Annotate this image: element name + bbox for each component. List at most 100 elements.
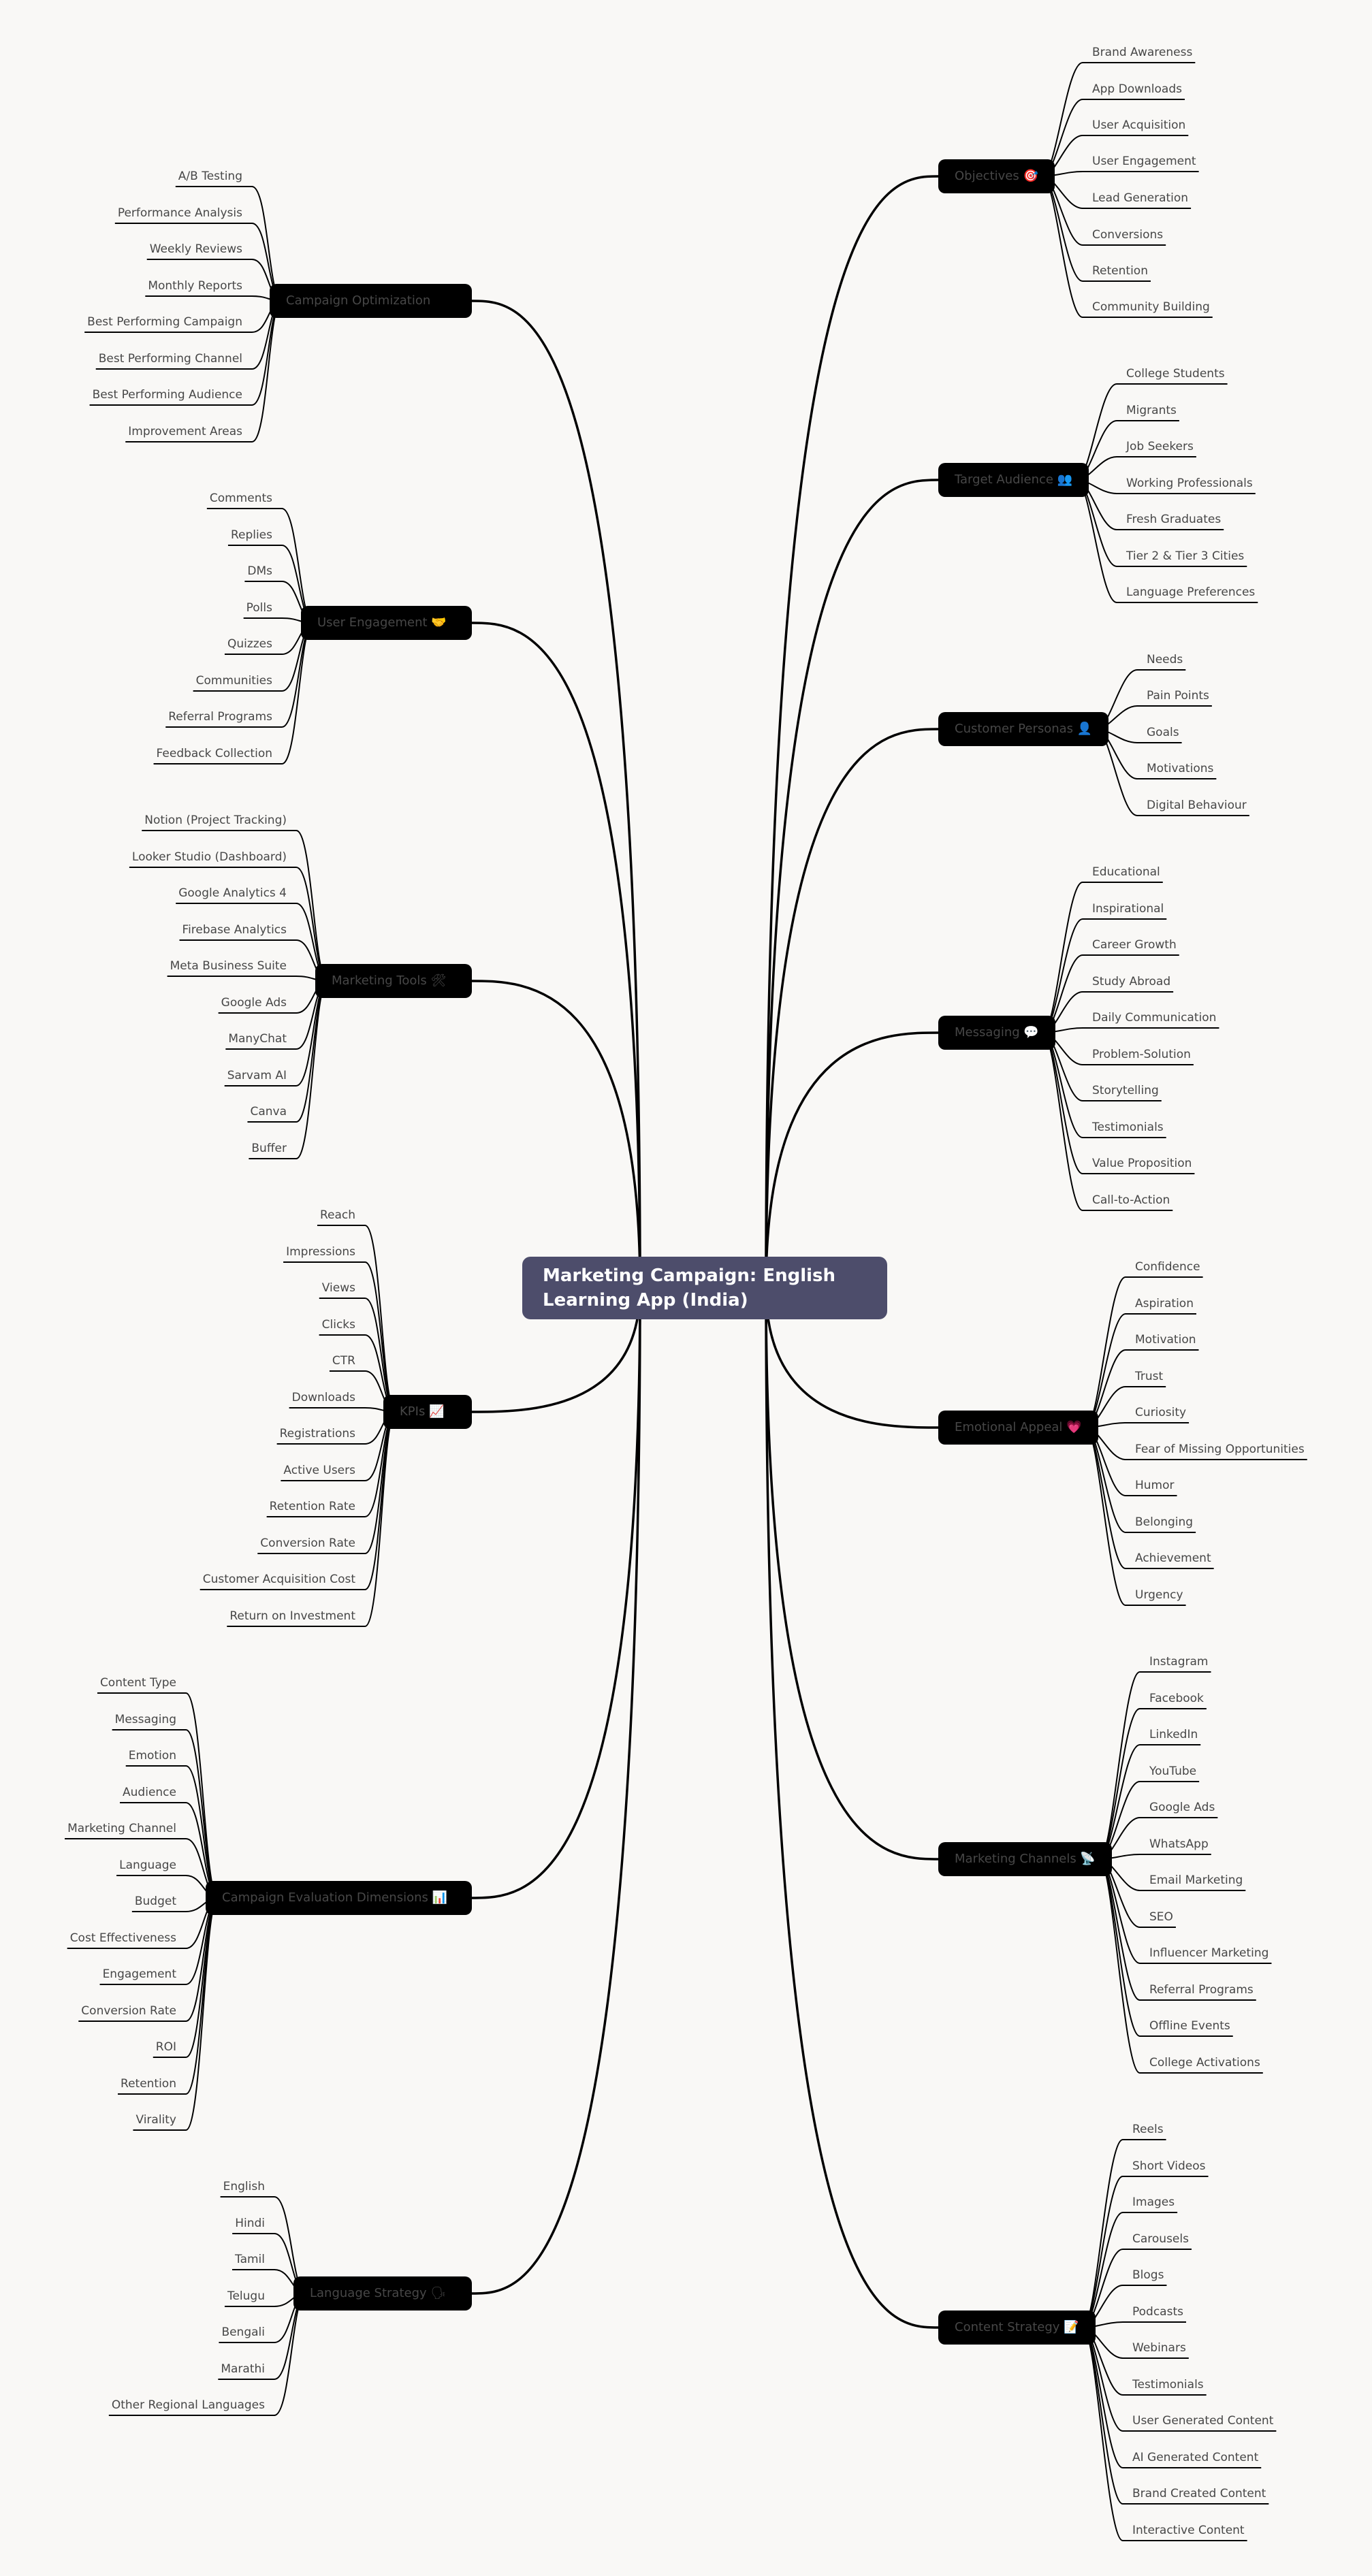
branch-content-strategy[interactable]: Content Strategy 📝 bbox=[938, 2311, 1096, 2345]
leaf-content-strategy[interactable]: Images bbox=[1132, 2195, 1175, 2209]
leaf-emotional-appeal[interactable]: Fear of Missing Opportunities bbox=[1135, 1443, 1305, 1456]
leaf-marketing-tools[interactable]: Notion (Project Tracking) bbox=[144, 814, 287, 827]
leaf-marketing-channels[interactable]: Email Marketing bbox=[1149, 1873, 1243, 1887]
leaf-campaign-evaluation[interactable]: Language bbox=[119, 1858, 176, 1872]
leaf-objectives[interactable]: Retention bbox=[1092, 264, 1148, 278]
leaf-marketing-tools[interactable]: Google Ads bbox=[221, 996, 287, 1010]
branch-kpis[interactable]: KPIs 📈 bbox=[383, 1395, 472, 1429]
branch-campaign-optimization[interactable]: Campaign Optimization bbox=[270, 284, 472, 318]
leaf-marketing-channels[interactable]: YouTube bbox=[1149, 1765, 1197, 1778]
leaf-content-strategy[interactable]: Podcasts bbox=[1132, 2305, 1183, 2319]
leaf-objectives[interactable]: Brand Awareness bbox=[1092, 46, 1193, 59]
branch-customer-personas[interactable]: Customer Personas 👤 bbox=[938, 712, 1109, 746]
leaf-campaign-evaluation[interactable]: Emotion bbox=[128, 1749, 176, 1762]
leaf-emotional-appeal[interactable]: Humor bbox=[1135, 1479, 1175, 1492]
branch-marketing-channels[interactable]: Marketing Channels 📡 bbox=[938, 1842, 1112, 1876]
leaf-messaging[interactable]: Educational bbox=[1092, 865, 1160, 879]
leaf-user-engagement[interactable]: Quizzes bbox=[227, 637, 272, 651]
leaf-campaign-evaluation[interactable]: Cost Effectiveness bbox=[69, 1931, 176, 1945]
leaf-content-strategy[interactable]: Short Videos bbox=[1132, 2159, 1206, 2173]
leaf-language-strategy[interactable]: Other Regional Languages bbox=[111, 2398, 265, 2412]
leaf-messaging[interactable]: Career Growth bbox=[1092, 938, 1177, 952]
branch-language-strategy[interactable]: Language Strategy 🗣 bbox=[293, 2276, 472, 2311]
leaf-objectives[interactable]: App Downloads bbox=[1092, 82, 1182, 96]
leaf-campaign-optimization[interactable]: Best Performing Audience bbox=[92, 388, 242, 402]
leaf-marketing-channels[interactable]: Instagram bbox=[1149, 1655, 1209, 1669]
leaf-messaging[interactable]: Value Proposition bbox=[1092, 1157, 1192, 1170]
branch-objectives[interactable]: Objectives 🎯 bbox=[938, 159, 1055, 193]
leaf-messaging[interactable]: Storytelling bbox=[1092, 1084, 1159, 1097]
leaf-messaging[interactable]: Study Abroad bbox=[1092, 975, 1171, 988]
root-node[interactable]: Marketing Campaign: English Learning App… bbox=[522, 1257, 887, 1319]
leaf-kpis[interactable]: Conversion Rate bbox=[260, 1536, 355, 1550]
leaf-objectives[interactable]: User Acquisition bbox=[1092, 118, 1186, 132]
leaf-marketing-tools[interactable]: Firebase Analytics bbox=[182, 923, 287, 937]
leaf-campaign-optimization[interactable]: Monthly Reports bbox=[148, 279, 242, 293]
leaf-messaging[interactable]: Daily Communication bbox=[1092, 1011, 1217, 1025]
leaf-objectives[interactable]: Conversions bbox=[1092, 228, 1164, 242]
leaf-emotional-appeal[interactable]: Confidence bbox=[1135, 1260, 1200, 1274]
leaf-language-strategy[interactable]: Hindi bbox=[235, 2217, 265, 2230]
leaf-content-strategy[interactable]: AI Generated Content bbox=[1132, 2451, 1259, 2464]
leaf-messaging[interactable]: Testimonials bbox=[1092, 1121, 1164, 1134]
leaf-kpis[interactable]: CTR bbox=[332, 1354, 355, 1368]
leaf-marketing-tools[interactable]: Canva bbox=[250, 1105, 287, 1118]
leaf-marketing-channels[interactable]: Google Ads bbox=[1149, 1801, 1215, 1814]
leaf-campaign-evaluation[interactable]: Messaging bbox=[114, 1713, 176, 1726]
leaf-campaign-evaluation[interactable]: ROI bbox=[155, 2040, 176, 2054]
leaf-customer-personas[interactable]: Needs bbox=[1147, 653, 1183, 666]
leaf-campaign-evaluation[interactable]: Retention bbox=[121, 2077, 176, 2091]
leaf-target-audience[interactable]: Migrants bbox=[1126, 404, 1177, 417]
leaf-marketing-channels[interactable]: Influencer Marketing bbox=[1149, 1946, 1269, 1960]
leaf-target-audience[interactable]: Tier 2 & Tier 3 Cities bbox=[1126, 549, 1245, 563]
leaf-marketing-channels[interactable]: LinkedIn bbox=[1149, 1728, 1198, 1741]
leaf-kpis[interactable]: Return on Investment bbox=[229, 1609, 355, 1623]
leaf-marketing-tools[interactable]: Looker Studio (Dashboard) bbox=[131, 850, 287, 864]
leaf-marketing-tools[interactable]: Sarvam AI bbox=[227, 1069, 287, 1082]
leaf-kpis[interactable]: Views bbox=[321, 1281, 355, 1295]
leaf-objectives[interactable]: User Engagement bbox=[1092, 155, 1196, 168]
leaf-campaign-evaluation[interactable]: Marketing Channel bbox=[67, 1822, 176, 1835]
leaf-customer-personas[interactable]: Digital Behaviour bbox=[1147, 799, 1247, 812]
leaf-kpis[interactable]: Clicks bbox=[321, 1318, 355, 1332]
leaf-kpis[interactable]: Customer Acquisition Cost bbox=[202, 1573, 355, 1586]
leaf-content-strategy[interactable]: Brand Created Content bbox=[1132, 2487, 1266, 2500]
leaf-marketing-channels[interactable]: Facebook bbox=[1149, 1692, 1204, 1705]
leaf-marketing-channels[interactable]: College Activations bbox=[1149, 2056, 1260, 2070]
leaf-user-engagement[interactable]: Communities bbox=[195, 674, 272, 688]
leaf-marketing-tools[interactable]: ManyChat bbox=[228, 1032, 287, 1046]
leaf-campaign-evaluation[interactable]: Virality bbox=[135, 2113, 176, 2127]
leaf-target-audience[interactable]: Language Preferences bbox=[1126, 585, 1256, 599]
leaf-marketing-tools[interactable]: Buffer bbox=[251, 1142, 287, 1155]
leaf-messaging[interactable]: Problem-Solution bbox=[1092, 1048, 1191, 1061]
leaf-target-audience[interactable]: College Students bbox=[1126, 367, 1225, 381]
leaf-campaign-optimization[interactable]: Best Performing Channel bbox=[98, 352, 242, 366]
leaf-kpis[interactable]: Retention Rate bbox=[269, 1500, 355, 1513]
leaf-kpis[interactable]: Downloads bbox=[291, 1391, 355, 1404]
leaf-campaign-evaluation[interactable]: Budget bbox=[134, 1895, 176, 1908]
leaf-customer-personas[interactable]: Pain Points bbox=[1147, 689, 1209, 703]
leaf-campaign-optimization[interactable]: Performance Analysis bbox=[117, 206, 242, 220]
branch-messaging[interactable]: Messaging 💬 bbox=[938, 1016, 1055, 1050]
leaf-marketing-channels[interactable]: Referral Programs bbox=[1149, 1983, 1254, 1997]
leaf-marketing-channels[interactable]: WhatsApp bbox=[1149, 1837, 1209, 1851]
leaf-user-engagement[interactable]: Polls bbox=[246, 601, 272, 615]
leaf-kpis[interactable]: Active Users bbox=[283, 1464, 355, 1477]
leaf-target-audience[interactable]: Working Professionals bbox=[1126, 477, 1253, 490]
leaf-objectives[interactable]: Lead Generation bbox=[1092, 191, 1189, 205]
leaf-customer-personas[interactable]: Motivations bbox=[1147, 762, 1214, 775]
leaf-target-audience[interactable]: Fresh Graduates bbox=[1126, 513, 1222, 526]
leaf-content-strategy[interactable]: User Generated Content bbox=[1132, 2414, 1274, 2428]
leaf-campaign-evaluation[interactable]: Content Type bbox=[99, 1676, 176, 1690]
leaf-customer-personas[interactable]: Goals bbox=[1147, 726, 1179, 739]
leaf-objectives[interactable]: Community Building bbox=[1092, 300, 1210, 314]
leaf-user-engagement[interactable]: Replies bbox=[230, 528, 272, 542]
leaf-language-strategy[interactable]: Tamil bbox=[235, 2253, 265, 2266]
leaf-language-strategy[interactable]: Bengali bbox=[221, 2325, 265, 2339]
leaf-emotional-appeal[interactable]: Belonging bbox=[1135, 1515, 1194, 1529]
leaf-content-strategy[interactable]: Interactive Content bbox=[1132, 2524, 1245, 2537]
leaf-kpis[interactable]: Registrations bbox=[279, 1427, 355, 1440]
leaf-kpis[interactable]: Reach bbox=[319, 1208, 355, 1222]
leaf-emotional-appeal[interactable]: Motivation bbox=[1135, 1333, 1196, 1347]
leaf-user-engagement[interactable]: DMs bbox=[247, 564, 272, 578]
